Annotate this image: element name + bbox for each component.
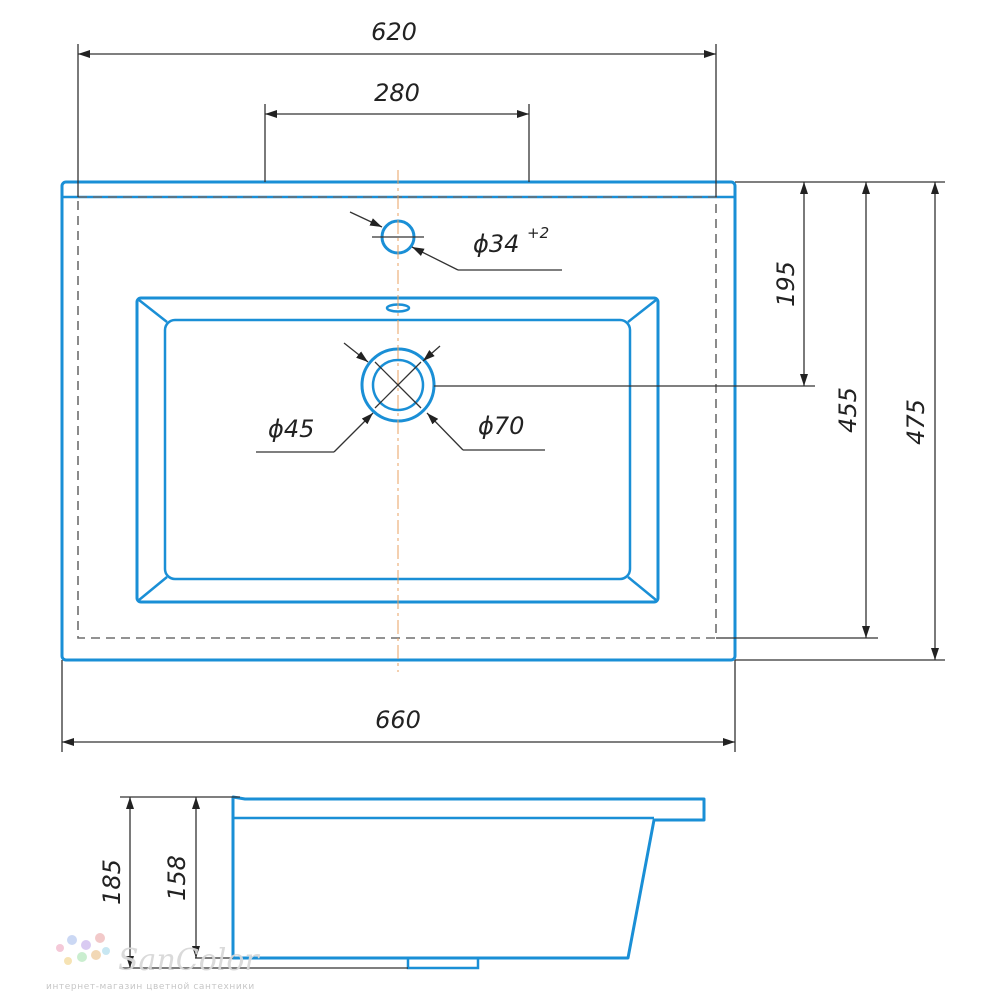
watermark-logo-dots (56, 933, 110, 965)
watermark: SanColor интернет-магазин цветной сантех… (46, 933, 260, 992)
dim-660: 660 (61, 660, 736, 752)
dim-280-label: 280 (374, 79, 420, 107)
dim-tap-hole: ϕ34 +2 (349, 211, 562, 271)
dim-158-label: 158 (163, 855, 191, 901)
bowl-corner-line-br (627, 576, 657, 601)
top-view (60, 170, 737, 672)
watermark-tagline: интернет-магазин цветной сантехники (46, 982, 255, 992)
dim-185-label: 185 (98, 859, 126, 905)
dim-660-label: 660 (375, 706, 421, 734)
drain-cross-b (374, 361, 422, 409)
dim-tap-hole-tolerance: +2 (527, 224, 549, 242)
dim-475: 475 (735, 181, 945, 661)
dim-drain: ϕ45 ϕ70 (256, 342, 545, 453)
dim-280: 280 (264, 79, 530, 182)
dim-455: 455 (716, 181, 878, 639)
dim-620: 620 (77, 18, 717, 197)
bowl-corner-line-tr (627, 299, 657, 323)
dim-158: 158 (163, 797, 233, 959)
dim-tap-hole-label: ϕ34 (473, 230, 519, 258)
dim-195-label: 195 (772, 261, 800, 307)
dim-195: 195 (434, 181, 815, 387)
side-drain-outline (406, 958, 480, 970)
dim-185: 185 (98, 796, 408, 969)
dim-620-label: 620 (371, 18, 417, 46)
bowl-corner-line-bl (138, 576, 168, 601)
bowl-corner-line-tl (138, 299, 168, 323)
side-profile-outline (231, 795, 706, 960)
cabinet-outline-dashed (77, 196, 717, 639)
dim-475-label: 475 (902, 399, 930, 445)
drain-inner-ring (371, 358, 425, 412)
dim-drain-outer-label: ϕ70 (478, 412, 524, 440)
side-view (231, 795, 706, 970)
dim-455-label: 455 (834, 387, 862, 433)
dim-drain-inner-label: ϕ45 (268, 415, 314, 443)
watermark-brand: SanColor (118, 943, 260, 978)
